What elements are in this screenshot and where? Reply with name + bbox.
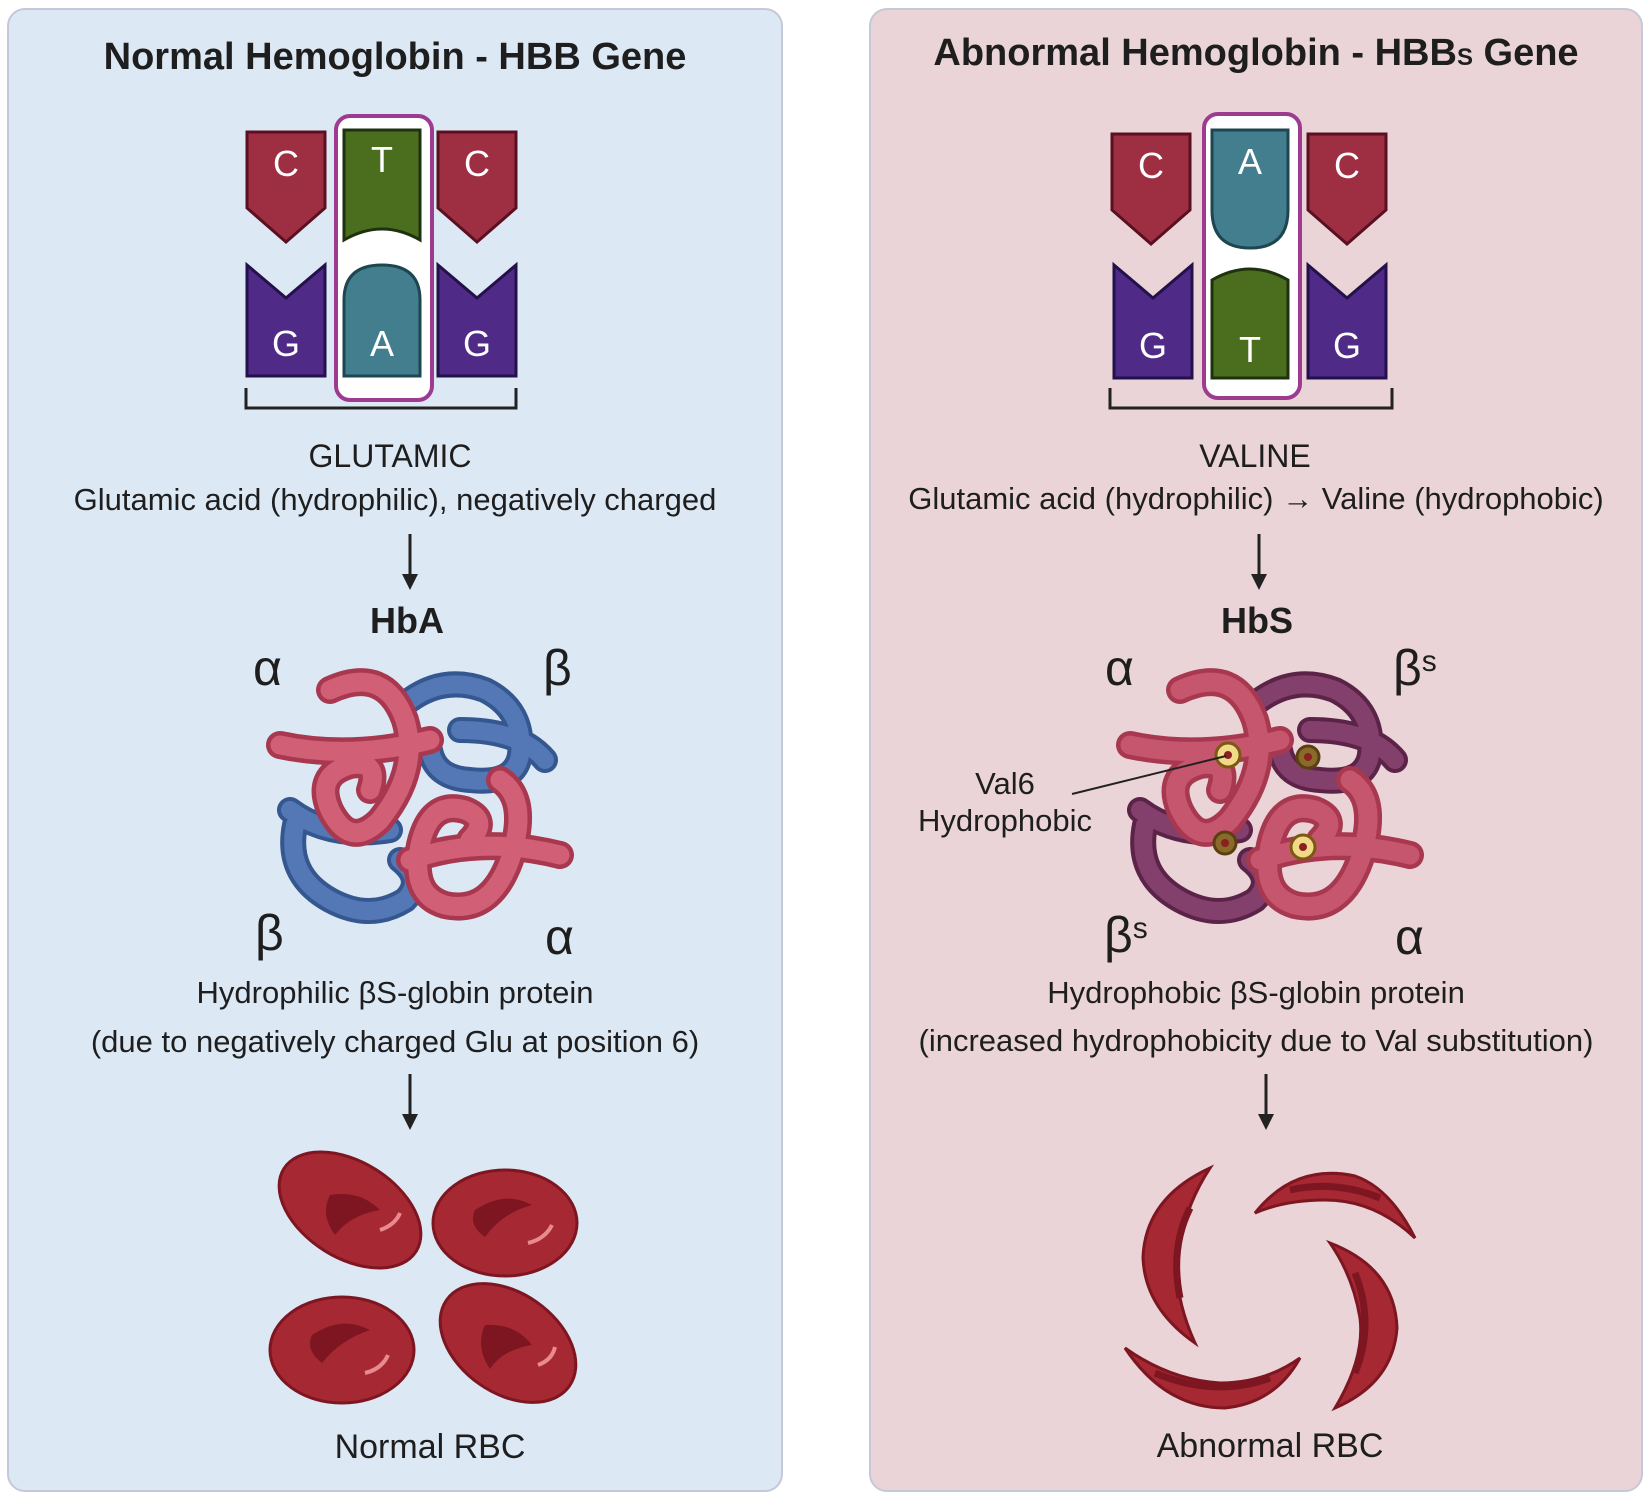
sickle-cell	[1253, 1171, 1417, 1240]
abnormal-protein-desc-2: (increased hydrophobicity due to Val sub…	[918, 1023, 1594, 1058]
abnormal-title-suffix: Gene	[1483, 32, 1579, 74]
abnormal-codon-diagram: C A C G T G	[1108, 112, 1394, 410]
guanine-block-right: G	[1306, 261, 1388, 380]
down-arrow-icon	[402, 534, 418, 590]
base-label: C	[1138, 145, 1164, 186]
abnormal-codon-label: VALINE	[1199, 438, 1311, 474]
normal-rbc-cell	[438, 1282, 578, 1404]
cytosine-block-left: C	[1110, 132, 1192, 246]
guanine-block-left: G	[245, 261, 327, 378]
abnormal-title-prefix: Abnormal Hemoglobin - HBB	[933, 32, 1457, 74]
base-label: T	[1239, 329, 1261, 370]
sickle-rbc-illustration	[1123, 1164, 1417, 1412]
beta-symbol: β	[1393, 640, 1422, 696]
alpha-chain-bottom-right-inner	[1250, 770, 1420, 916]
base-label: C	[1334, 145, 1360, 186]
sickle-superscript: s	[1421, 645, 1437, 678]
down-arrow-icon	[1251, 534, 1267, 590]
beta-s-chain-top-right-inner	[1251, 675, 1404, 790]
down-arrow-icon	[1258, 1074, 1274, 1130]
normal-codon-description: Glutamic acid (hydrophilic), negatively …	[73, 482, 717, 517]
base-label: A	[370, 323, 394, 364]
val6-site-marker	[1214, 741, 1242, 769]
down-arrow-icon	[402, 1074, 418, 1130]
val6-site-marker	[1289, 833, 1317, 861]
base-label: A	[1238, 141, 1262, 182]
subunit-label-bottom-right: α	[545, 909, 574, 965]
val6-callout-line2: Hydrophobic	[917, 803, 1093, 838]
codon-bracket	[1108, 388, 1394, 410]
normal-rbc-illustration	[268, 1150, 579, 1405]
adenine-block-middle: A	[342, 263, 422, 378]
normal-title: Normal Hemoglobin - HBB Gene	[103, 36, 687, 78]
cytosine-block-right: C	[436, 130, 518, 244]
normal-rbc-label: Normal RBC	[334, 1428, 526, 1466]
subunit-label-top-left: α	[253, 640, 282, 696]
normal-protein-name: HbA	[370, 600, 444, 641]
base-label: C	[464, 143, 490, 184]
abnormal-rbc-label: Abnormal RBC	[1156, 1427, 1384, 1465]
subunit-label-bottom-left: β	[255, 905, 284, 961]
base-label: G	[463, 323, 491, 364]
base-label: G	[1333, 325, 1361, 366]
alpha-chain-bottom-right-inner	[400, 770, 570, 916]
sickle-cell	[1123, 1346, 1302, 1410]
beta-symbol: β	[1104, 907, 1133, 963]
alpha-chain-top-left-inner	[1120, 672, 1290, 843]
abnormal-title-subscript: S	[1456, 44, 1473, 71]
subunit-label-bottom-right: α	[1395, 909, 1424, 965]
adenine-block-middle: A	[1210, 128, 1290, 250]
normal-protein-desc-1: Hydrophilic βS-globin protein	[196, 975, 594, 1010]
codon-bracket	[244, 388, 518, 410]
hbs-protein-illustration	[1116, 668, 1424, 924]
normal-rbc-cell	[277, 1150, 423, 1270]
base-label: G	[1139, 325, 1167, 366]
cytosine-block-right: C	[1306, 132, 1388, 246]
subunit-label-top-right: β	[543, 640, 572, 696]
subunit-label-bottom-left: βs	[1104, 910, 1148, 960]
val6-callout-line	[1071, 755, 1227, 795]
beta-chain-top-right-inner	[401, 675, 554, 790]
abnormal-title: Abnormal Hemoglobin - HBBS Gene	[869, 32, 1643, 75]
normal-rbc-cell	[431, 1168, 579, 1278]
normal-rbc-cell	[268, 1295, 416, 1405]
subunit-label-top-right: βs	[1393, 643, 1437, 693]
val6-site-marker	[1212, 830, 1238, 856]
sickle-cell	[1141, 1164, 1215, 1348]
cytosine-block-left: C	[245, 130, 327, 244]
sickle-cell	[1325, 1239, 1399, 1412]
base-label: T	[371, 139, 393, 180]
subunit-label-top-left: α	[1105, 640, 1134, 696]
abnormal-codon-description: Glutamic acid (hydrophilic) → Valine (hy…	[908, 481, 1604, 516]
abnormal-protein-desc-1: Hydrophobic βS-globin protein	[1047, 975, 1465, 1010]
guanine-block-right: G	[436, 261, 518, 378]
thymine-block-middle: T	[342, 128, 422, 243]
normal-codon-diagram: C T C G A G	[244, 114, 518, 410]
guanine-block-left: G	[1112, 261, 1194, 380]
thymine-block-middle: T	[1210, 267, 1290, 380]
sickle-superscript: s	[1132, 912, 1148, 945]
normal-codon-label: GLUTAMIC	[308, 438, 472, 474]
val6-callout-line1: Val6	[975, 766, 1035, 801]
val6-site-marker	[1295, 744, 1321, 770]
base-label: C	[273, 143, 299, 184]
base-label: G	[272, 323, 300, 364]
normal-protein-desc-2: (due to negatively charged Glu at positi…	[90, 1024, 700, 1059]
alpha-chain-top-left-inner	[270, 672, 440, 843]
hba-protein-illustration	[266, 668, 574, 924]
abnormal-protein-name: HbS	[1221, 600, 1293, 641]
